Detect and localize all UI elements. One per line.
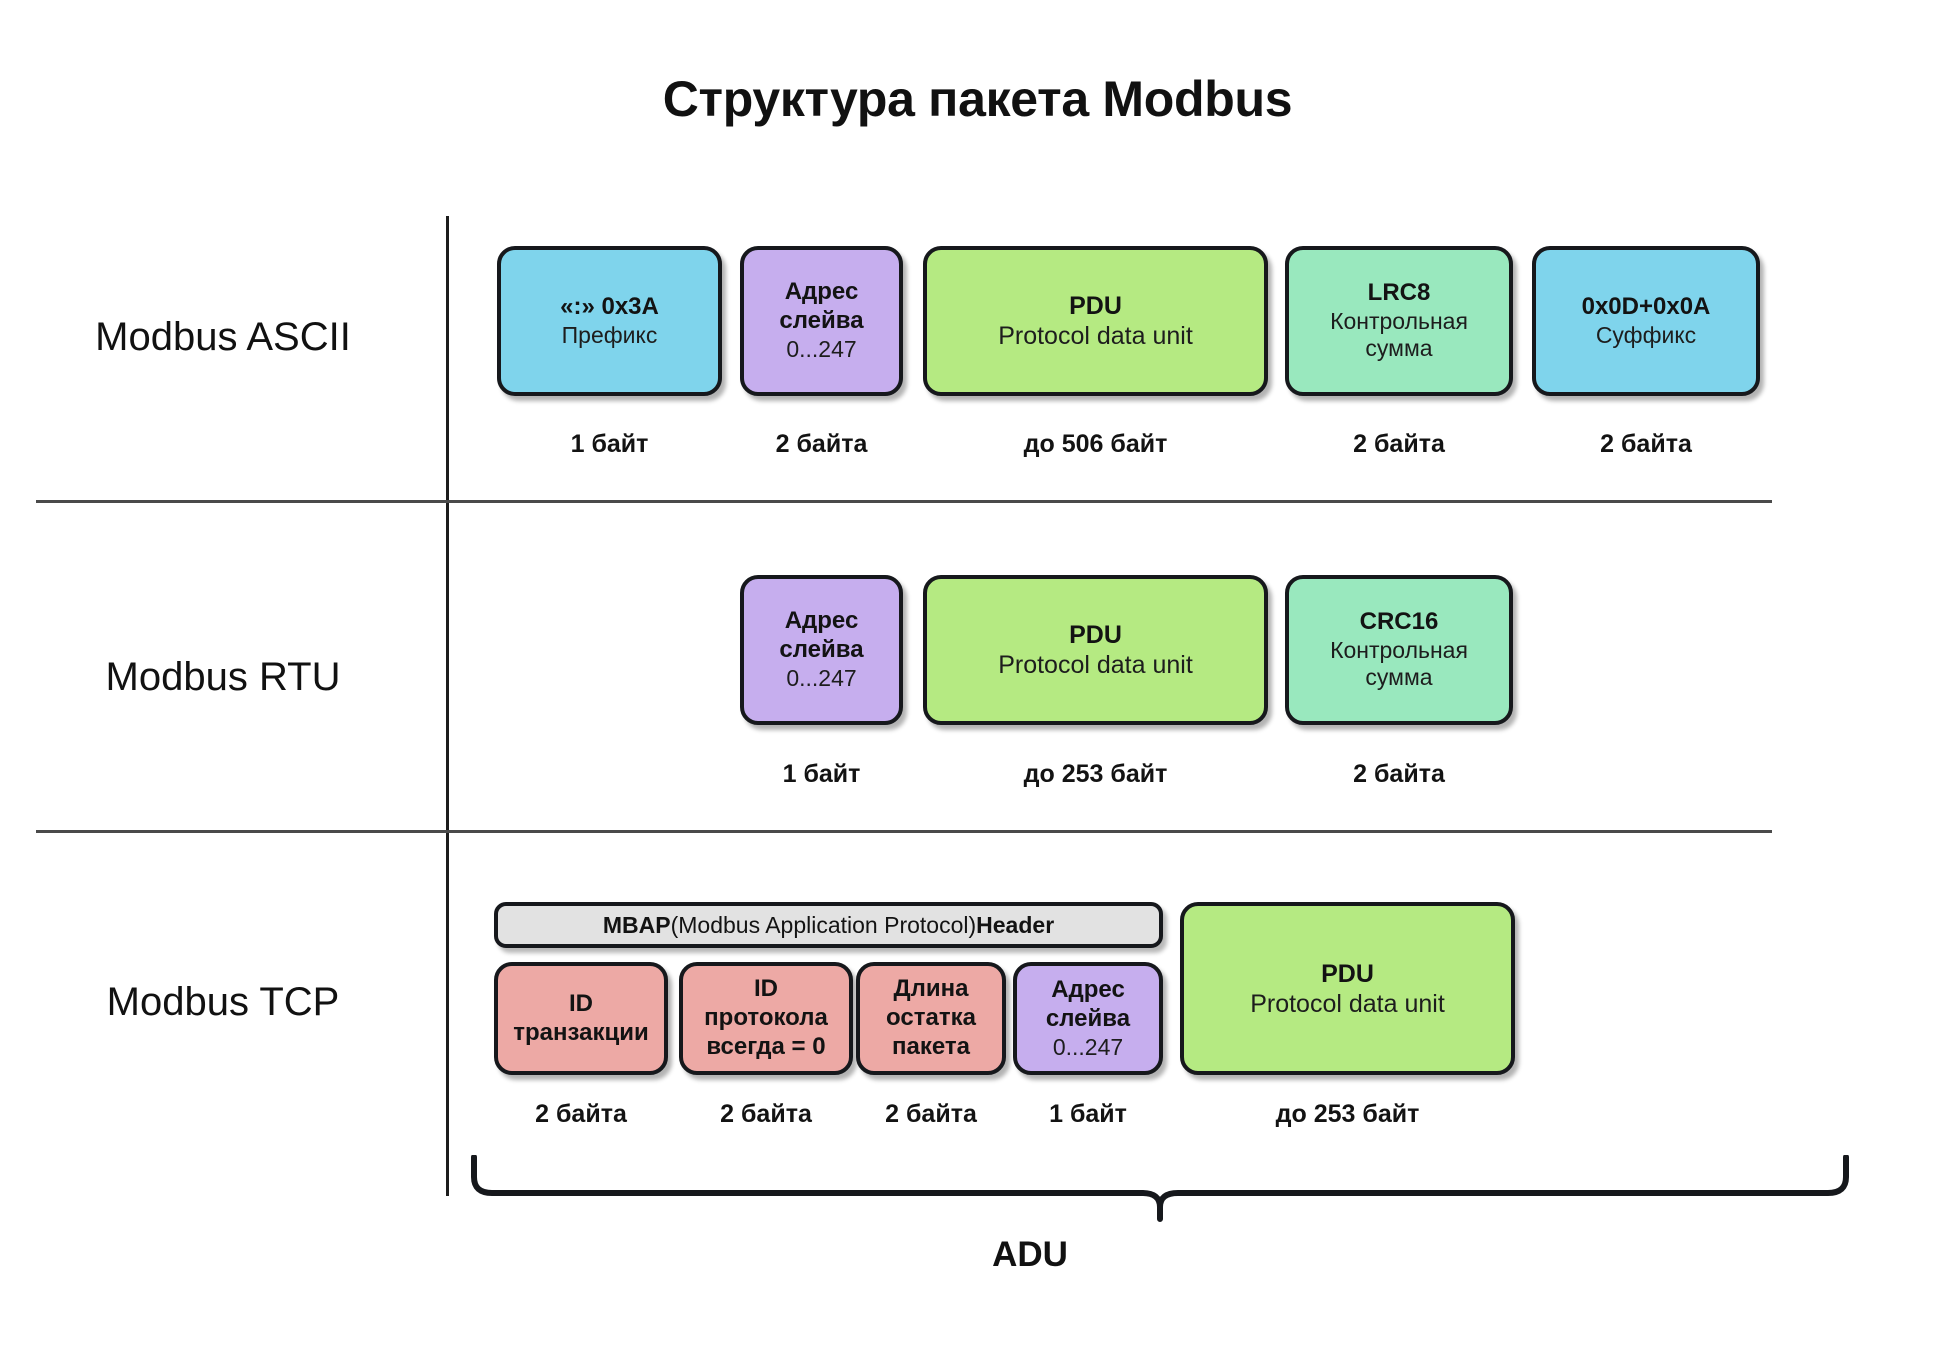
block-ascii-lrc8[interactable]: LRC8 Контрольная сумма [1285, 246, 1513, 396]
block-subtitle: Префикс [561, 321, 658, 348]
block-title: ID транзакции [513, 989, 649, 1046]
mbap-label-bold-suffix: Header [976, 911, 1055, 938]
block-ascii-prefix[interactable]: «:» 0x3A Префикс [497, 246, 722, 396]
adu-label: ADU [992, 1235, 1068, 1274]
row-separator-ascii-rtu [36, 500, 1772, 503]
block-subtitle: Контрольная сумма [1330, 636, 1468, 691]
block-title: LRC8 [1367, 279, 1431, 306]
mbap-header-bar[interactable]: MBAP (Modbus Application Protocol) Heade… [494, 902, 1163, 948]
caption-rtu-crc16: 2 байта [1353, 760, 1445, 788]
block-title: Адрес слейва [779, 278, 864, 335]
block-tcp-protocol-id[interactable]: ID протокола всегда = 0 [679, 962, 853, 1075]
block-title: Длина остатка пакета [886, 975, 976, 1060]
caption-tcp-slave-address: 1 байт [1049, 1100, 1127, 1128]
block-title: PDU [1069, 621, 1122, 649]
block-rtu-slave-address[interactable]: Адрес слейва 0...247 [740, 575, 903, 725]
block-subtitle: Суффикс [1595, 321, 1697, 348]
caption-ascii-suffix: 2 байта [1600, 430, 1692, 458]
caption-rtu-slave-address: 1 байт [782, 760, 861, 788]
caption-tcp-protocol-id: 2 байта [720, 1100, 812, 1128]
page-title: Структура пакета Modbus [662, 71, 1293, 127]
row-separator-rtu-tcp [36, 830, 1772, 833]
vertical-divider [446, 216, 449, 1196]
block-subtitle: 0...247 [1052, 1033, 1124, 1060]
caption-tcp-length: 2 байта [885, 1100, 977, 1128]
block-tcp-length[interactable]: Длина остатка пакета [856, 962, 1006, 1075]
block-title: ID протокола всегда = 0 [704, 975, 828, 1060]
block-subtitle: 0...247 [786, 665, 857, 691]
block-tcp-transaction-id[interactable]: ID транзакции [494, 962, 668, 1075]
caption-rtu-pdu: до 253 байт [1023, 760, 1168, 788]
block-title: «:» 0x3A [560, 292, 659, 320]
caption-tcp-transaction-id: 2 байта [535, 1100, 627, 1128]
mbap-label-bold-prefix: MBAP [602, 911, 671, 938]
block-subtitle: Protocol data unit [1250, 989, 1445, 1018]
caption-ascii-pdu: до 506 байт [1023, 430, 1168, 458]
block-title: Адрес слейва [779, 607, 864, 664]
block-ascii-slave-address[interactable]: Адрес слейва 0...247 [740, 246, 903, 396]
block-title: Адрес слейва [1045, 975, 1131, 1032]
block-ascii-suffix[interactable]: 0x0D+0x0A Суффикс [1532, 246, 1760, 396]
mbap-label-regular: (Modbus Application Protocol) [670, 911, 977, 938]
block-title: PDU [1321, 959, 1374, 988]
caption-ascii-slave-address: 2 байта [775, 430, 868, 458]
block-title: PDU [1069, 292, 1122, 320]
block-ascii-pdu[interactable]: PDU Protocol data unit [923, 246, 1268, 396]
row-label-modbus-tcp: Modbus TCP [106, 980, 340, 1024]
block-subtitle: 0...247 [786, 336, 857, 362]
caption-ascii-lrc8: 2 байта [1353, 430, 1445, 458]
block-tcp-pdu[interactable]: PDU Protocol data unit [1180, 902, 1515, 1075]
block-subtitle: Контрольная сумма [1330, 307, 1468, 362]
adu-brace [470, 1154, 1850, 1225]
caption-tcp-pdu: до 253 байт [1275, 1100, 1420, 1128]
block-rtu-pdu[interactable]: PDU Protocol data unit [923, 575, 1268, 725]
block-rtu-crc16[interactable]: CRC16 Контрольная сумма [1285, 575, 1513, 725]
block-title: 0x0D+0x0A [1581, 292, 1711, 320]
row-label-modbus-ascii: Modbus ASCII [95, 315, 351, 359]
block-subtitle: Protocol data unit [998, 651, 1193, 679]
block-subtitle: Protocol data unit [998, 322, 1193, 350]
caption-ascii-prefix: 1 байт [570, 430, 649, 458]
block-tcp-slave-address[interactable]: Адрес слейва 0...247 [1013, 962, 1163, 1075]
row-label-modbus-rtu: Modbus RTU [105, 655, 341, 699]
block-title: CRC16 [1359, 608, 1439, 635]
